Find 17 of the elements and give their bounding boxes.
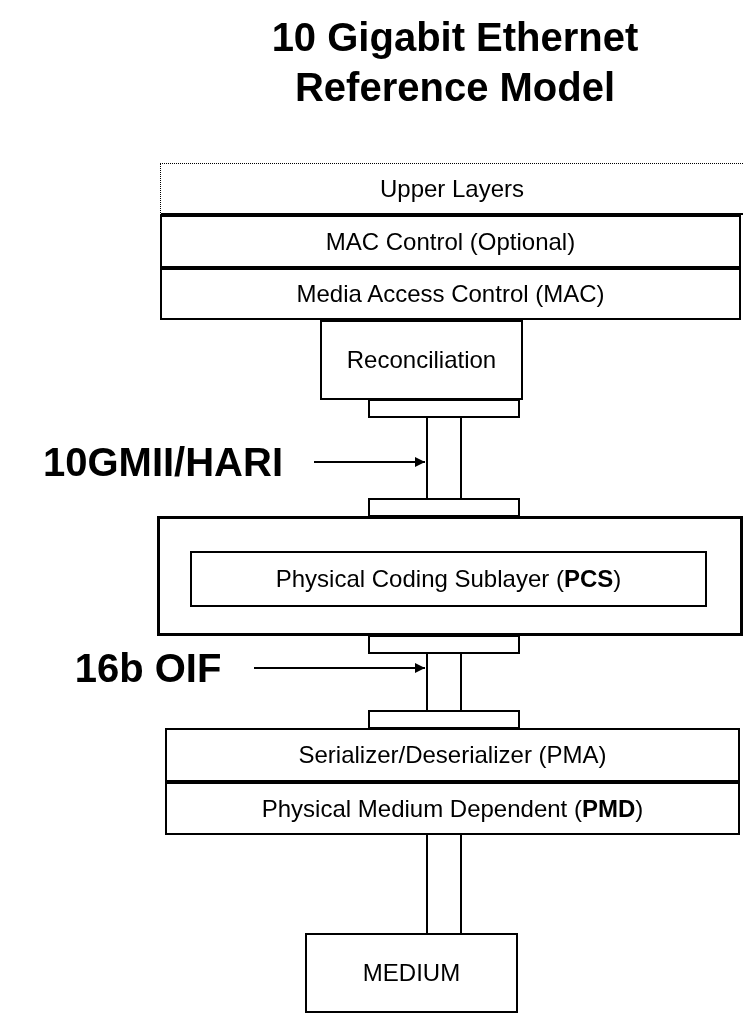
bus-connector — [426, 834, 462, 934]
layer-box: MAC Control (Optional) — [160, 215, 741, 268]
interface-label: 16b OIF — [48, 638, 248, 698]
bus-connector — [368, 399, 520, 517]
layer-box: Upper Layers — [160, 163, 743, 215]
arrow — [313, 457, 426, 467]
medium-box: MEDIUM — [305, 933, 518, 1013]
title: 10 Gigabit Ethernet Reference Model — [270, 14, 640, 111]
interface-label: 10GMII/HARI — [18, 432, 308, 492]
layer-box: Reconciliation — [320, 320, 523, 400]
arrow — [253, 663, 426, 673]
sublayer-frame — [157, 516, 743, 636]
layer-box: Media Access Control (MAC) — [160, 268, 741, 320]
layer-box: Serializer/Deserializer (PMA) — [165, 728, 740, 782]
bus-connector — [368, 635, 520, 729]
layer-box: Physical Medium Dependent (PMD) — [165, 782, 740, 835]
layer-box: Physical Coding Sublayer (PCS) — [190, 551, 707, 607]
